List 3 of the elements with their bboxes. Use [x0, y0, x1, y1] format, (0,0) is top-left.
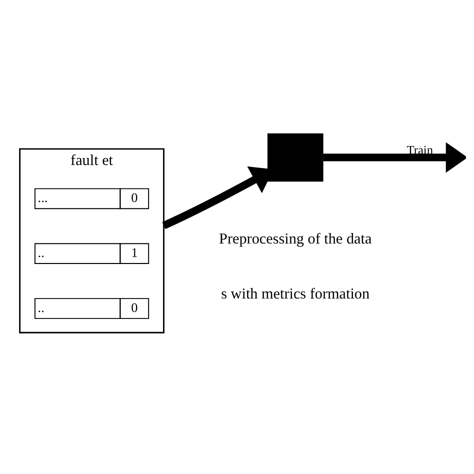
node-label: s with metrics formation — [221, 285, 370, 302]
edge-label: Train — [406, 143, 433, 158]
node-label: Preprocessing of the data — [219, 230, 372, 248]
